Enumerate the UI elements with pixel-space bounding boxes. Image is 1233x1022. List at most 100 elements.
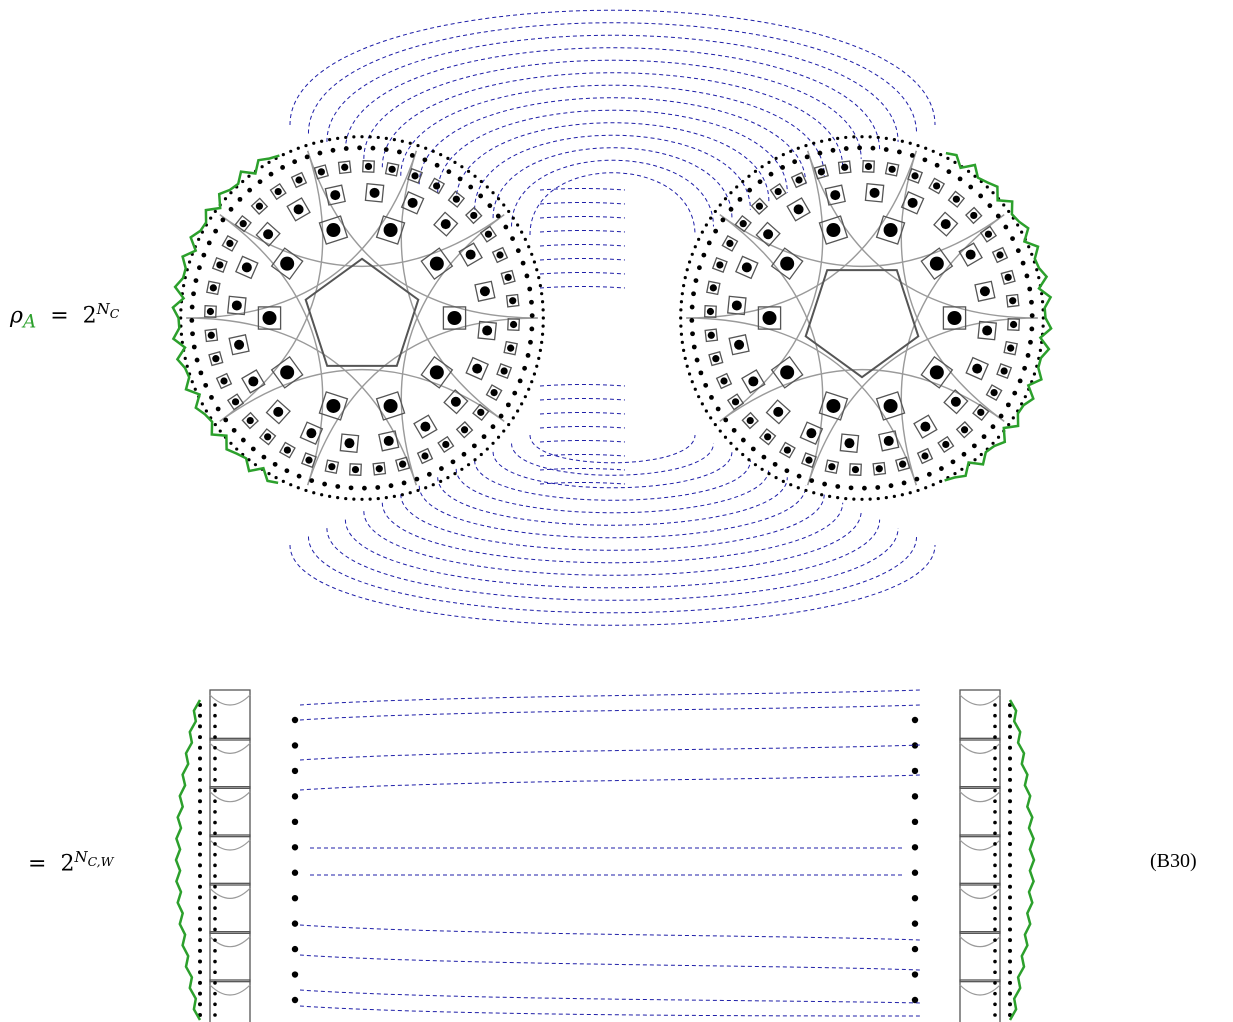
boundary-node xyxy=(724,197,727,200)
boundary-node xyxy=(541,333,544,336)
boundary-node xyxy=(198,949,202,953)
tensor-node xyxy=(884,436,894,446)
boundary-node xyxy=(541,300,544,303)
tensor-node xyxy=(972,364,982,374)
boundary-node xyxy=(229,191,232,194)
boundary-node xyxy=(312,491,315,494)
boundary-node xyxy=(741,453,744,456)
boundary-node xyxy=(524,395,527,398)
boundary-node xyxy=(1024,395,1027,398)
geodesic-arc xyxy=(220,215,323,485)
contraction-loop-top xyxy=(401,85,824,176)
tensor-node xyxy=(213,831,217,835)
tensor-node xyxy=(258,179,263,184)
tensor-node xyxy=(763,229,773,239)
boundary-node xyxy=(680,300,683,303)
tensor-node xyxy=(326,223,340,237)
boundary-node xyxy=(877,136,880,139)
contraction-line-bottom xyxy=(300,690,920,705)
boundary-node xyxy=(446,476,449,479)
boundary-node xyxy=(289,150,292,153)
boundary-node xyxy=(209,217,212,220)
tensor-node xyxy=(216,261,223,268)
boundary-node xyxy=(1007,423,1010,426)
boundary-node xyxy=(1008,992,1012,996)
tensor-node xyxy=(690,331,695,336)
boundary-node xyxy=(542,316,545,319)
boundary-node xyxy=(539,284,542,287)
tensor-node xyxy=(414,477,419,482)
tensor-node xyxy=(292,971,298,977)
boundary-node xyxy=(1037,276,1040,279)
tensor-node xyxy=(999,414,1004,419)
tensor-node xyxy=(318,168,325,175)
boundary-node xyxy=(184,357,187,360)
tensor-node xyxy=(384,399,398,413)
tensor-node xyxy=(190,305,195,310)
tensor-node xyxy=(213,810,217,814)
tensor-node xyxy=(470,212,477,219)
contraction-line-middle xyxy=(540,231,625,233)
tensor-node xyxy=(216,407,221,412)
tensor-node xyxy=(213,864,217,868)
boundary-node xyxy=(453,472,456,475)
boundary-node xyxy=(682,284,685,287)
contraction-line-middle xyxy=(540,287,625,289)
tensor-node xyxy=(213,981,217,985)
tensor-node xyxy=(764,433,771,440)
tensor-node xyxy=(780,257,794,271)
tensor-node xyxy=(748,376,758,386)
tensor-node xyxy=(993,725,997,729)
boundary-node xyxy=(282,480,285,483)
boundary-node xyxy=(761,468,764,471)
contraction-loop-bottom xyxy=(327,528,898,600)
tensor-node xyxy=(911,172,918,179)
tensor-node xyxy=(352,466,359,473)
tensor-node xyxy=(389,166,396,173)
contraction-line-middle xyxy=(540,413,625,415)
tensor-node xyxy=(305,457,312,464)
boundary-node xyxy=(512,217,515,220)
boundary-node xyxy=(537,276,540,279)
tensor-node xyxy=(912,793,918,799)
tensor-node xyxy=(784,468,789,473)
boundary-node xyxy=(714,423,717,426)
tensor-node xyxy=(213,906,217,910)
boundary-node xyxy=(320,140,323,143)
tensor-node xyxy=(238,197,243,202)
boundary-node xyxy=(1002,203,1005,206)
boundary-node xyxy=(844,497,847,500)
boundary-node xyxy=(198,938,202,942)
tensor-node xyxy=(951,459,956,464)
boundary-node xyxy=(179,308,182,311)
tensor-node xyxy=(213,229,218,234)
boundary-node xyxy=(320,493,323,496)
boundary-node xyxy=(844,136,847,139)
boundary-node xyxy=(804,144,807,147)
tensor-node xyxy=(993,714,997,718)
geodesic-arc xyxy=(808,318,1038,485)
contraction-loop-bottom xyxy=(290,545,935,625)
tensor-node xyxy=(720,377,727,384)
tensor-node xyxy=(713,229,718,234)
boundary-node xyxy=(741,180,744,183)
tensor-node xyxy=(993,949,997,953)
contraction-loop-bottom xyxy=(382,503,842,563)
boundary-node xyxy=(1027,245,1030,248)
tensor-node xyxy=(375,485,380,490)
tensor-node xyxy=(292,742,298,748)
boundary-node xyxy=(352,498,355,501)
boundary-node xyxy=(460,165,463,168)
boundary-node xyxy=(409,142,412,145)
tensor-node xyxy=(194,278,199,283)
tensor-node xyxy=(247,188,252,193)
boundary-node xyxy=(924,486,927,489)
tensor-node xyxy=(691,291,696,296)
contraction-line-bottom xyxy=(300,955,920,970)
tensor-node xyxy=(207,240,212,245)
boundary-node xyxy=(767,472,770,475)
boundary-node xyxy=(261,165,264,168)
tensor-node xyxy=(993,874,997,878)
tensor-node xyxy=(322,482,327,487)
